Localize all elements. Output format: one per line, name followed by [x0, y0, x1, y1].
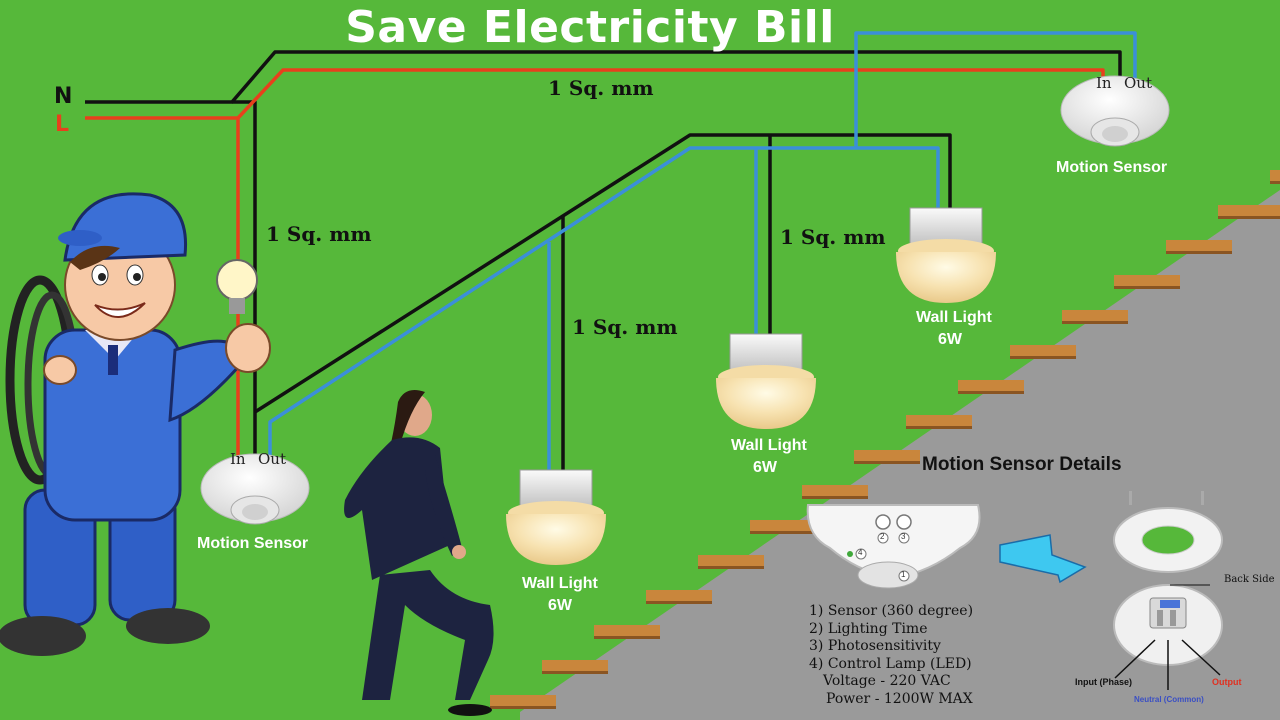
- details-title: Motion Sensor Details: [922, 454, 1122, 475]
- spec-line-1: 1) Sensor (360 degree): [809, 603, 974, 619]
- wire-size-label-middle: 1 Sq. mm: [572, 315, 678, 339]
- motion-sensor-left: [200, 453, 310, 525]
- stair-step: [1114, 275, 1180, 286]
- stair-step-edge: [1270, 181, 1280, 184]
- input-phase-label: Input (Phase): [1075, 677, 1133, 687]
- stair-step: [594, 625, 660, 636]
- wire-size-label-left: 1 Sq. mm: [266, 222, 372, 246]
- wall-light-3-name: Wall Light: [916, 309, 992, 326]
- stair-step-edge: [1062, 321, 1128, 324]
- stair-step-edge: [854, 461, 920, 464]
- staircase: [490, 170, 1280, 720]
- stair-step: [802, 485, 868, 496]
- wall-light-2-name: Wall Light: [731, 437, 807, 454]
- stair-step: [1010, 345, 1076, 356]
- wall-light-1: [506, 469, 606, 565]
- walking-woman-illustration: [344, 389, 494, 716]
- stair-step-edge: [594, 636, 660, 639]
- motion-sensor-top: [1060, 75, 1170, 147]
- sensor-front-detail: [806, 504, 981, 589]
- neutral-wire-main: [85, 50, 1122, 104]
- spec-line-6: Power - 1200W MAX: [826, 691, 973, 707]
- live-wire-main: [85, 68, 1105, 120]
- stair-step-edge: [1218, 216, 1280, 219]
- back-side-label: Back Side: [1224, 574, 1275, 585]
- marker-1-label: 1: [901, 570, 906, 579]
- wall-light-3-power: 6W: [938, 331, 962, 348]
- stair-step: [854, 450, 920, 461]
- neutral-terminal-label: N: [54, 84, 73, 109]
- stair-step-edge: [906, 426, 972, 429]
- sensor-left-in-label: In: [230, 450, 246, 468]
- wall-light-1-power: 6W: [548, 597, 572, 614]
- sensor-back-detail: [1113, 491, 1223, 690]
- stair-step-edge: [1166, 251, 1232, 254]
- wall-light-2-power: 6W: [753, 459, 777, 476]
- spec-line-2: 2) Lighting Time: [809, 621, 928, 637]
- knob-2-label: 2: [880, 532, 885, 541]
- stair-step: [1062, 310, 1128, 321]
- sensor-top-in-label: In: [1096, 74, 1112, 92]
- neutral-wire-diagonal: [254, 133, 952, 414]
- stair-step-edge: [1010, 356, 1076, 359]
- stair-step: [646, 590, 712, 601]
- stair-step: [490, 695, 556, 706]
- stair-step-edge: [646, 601, 712, 604]
- spec-line-5: Voltage - 220 VAC: [823, 673, 951, 689]
- output-label: Output: [1212, 677, 1242, 687]
- electrician-illustration: [0, 192, 271, 656]
- stair-step-edge: [1114, 286, 1180, 289]
- motion-sensor-left-label: Motion Sensor: [197, 535, 309, 552]
- stair-step: [906, 415, 972, 426]
- knob-3-label: 3: [901, 532, 906, 541]
- stair-step-edge: [958, 391, 1024, 394]
- live-terminal-label: L: [55, 112, 70, 137]
- switched-wire-diagonal: [268, 146, 940, 458]
- detail-arrow: [999, 534, 1087, 584]
- wall-light-2: [716, 333, 816, 429]
- spec-line-3: 3) Photosensitivity: [809, 638, 941, 654]
- sensor-top-out-label: Out: [1124, 74, 1152, 92]
- stair-step-edge: [490, 706, 556, 709]
- stair-step: [958, 380, 1024, 391]
- switched-wire-top: [854, 31, 1137, 148]
- motion-sensor-top-label: Motion Sensor: [1056, 159, 1168, 176]
- stair-step: [1218, 205, 1280, 216]
- stair-step: [1270, 170, 1280, 181]
- wire-size-label-right: 1 Sq. mm: [780, 225, 886, 249]
- stair-step: [750, 520, 816, 531]
- marker-4-label: 4: [858, 548, 863, 557]
- stair-step: [698, 555, 764, 566]
- stair-step-edge: [698, 566, 764, 569]
- page-title: Save Electricity Bill: [345, 2, 835, 53]
- stair-step-edge: [802, 496, 868, 499]
- stair-step: [1166, 240, 1232, 251]
- stair-step-edge: [542, 671, 608, 674]
- sensor-left-out-label: Out: [258, 450, 286, 468]
- stair-step-edge: [750, 531, 816, 534]
- wall-light-1-name: Wall Light: [522, 575, 598, 592]
- spec-line-4: 4) Control Lamp (LED): [809, 656, 972, 672]
- wall-light-3: [896, 207, 996, 303]
- wire-size-label-top: 1 Sq. mm: [548, 76, 654, 100]
- stair-step: [542, 660, 608, 671]
- neutral-common-label: Neutral (Common): [1134, 695, 1204, 704]
